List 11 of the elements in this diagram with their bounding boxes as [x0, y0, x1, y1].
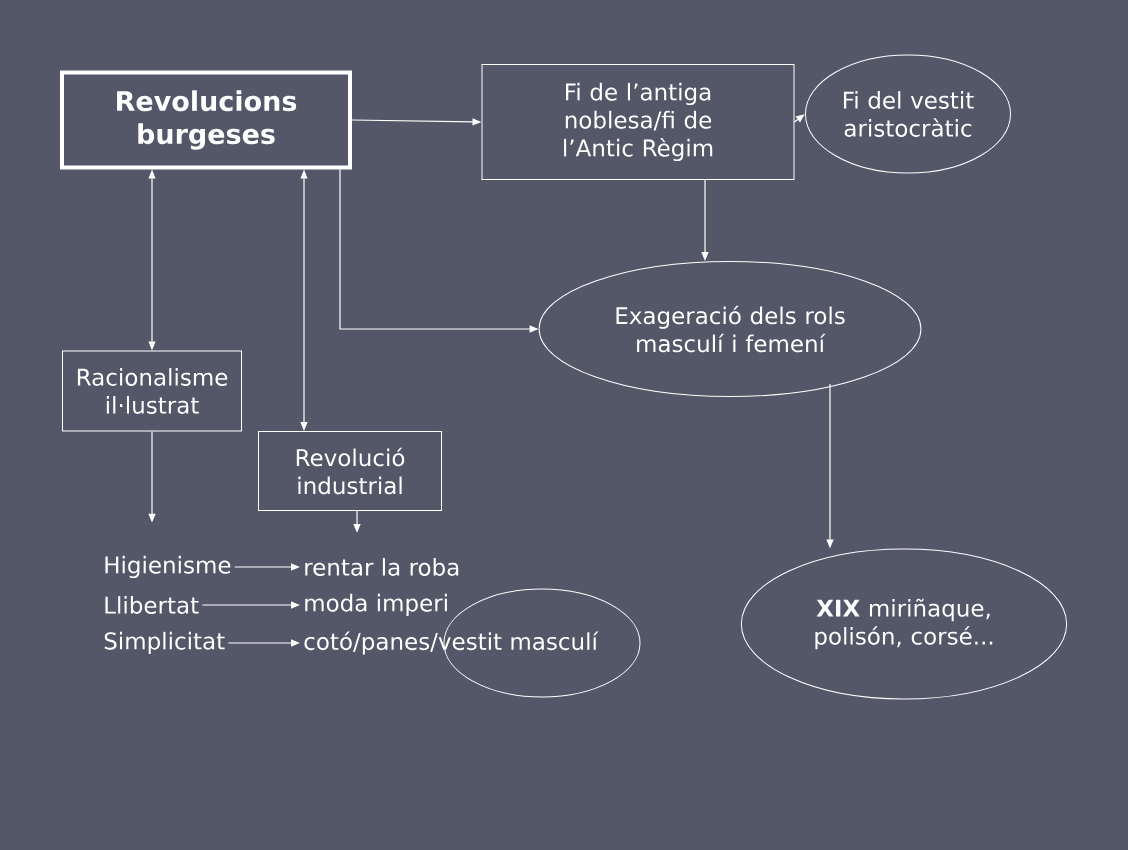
term-text: moda imperi — [305, 593, 447, 617]
concept-box: Revolució industrial — [258, 431, 442, 511]
arrow — [793, 114, 805, 123]
concept-box: Racionalisme il·lustrat — [62, 350, 242, 432]
term-text: cotó/panes/vestit masculí — [304, 631, 599, 655]
concept-box: Revolucions burgeses — [60, 70, 352, 170]
concept-box: Fi de l’antiga noblesa/fi de l’Antic Règim — [481, 64, 795, 180]
term-text: Simplicitat — [104, 631, 225, 655]
term-text: Llibertat — [105, 596, 199, 614]
term-text: Higienisme — [105, 555, 231, 579]
term-text: rentar la roba — [305, 558, 459, 576]
